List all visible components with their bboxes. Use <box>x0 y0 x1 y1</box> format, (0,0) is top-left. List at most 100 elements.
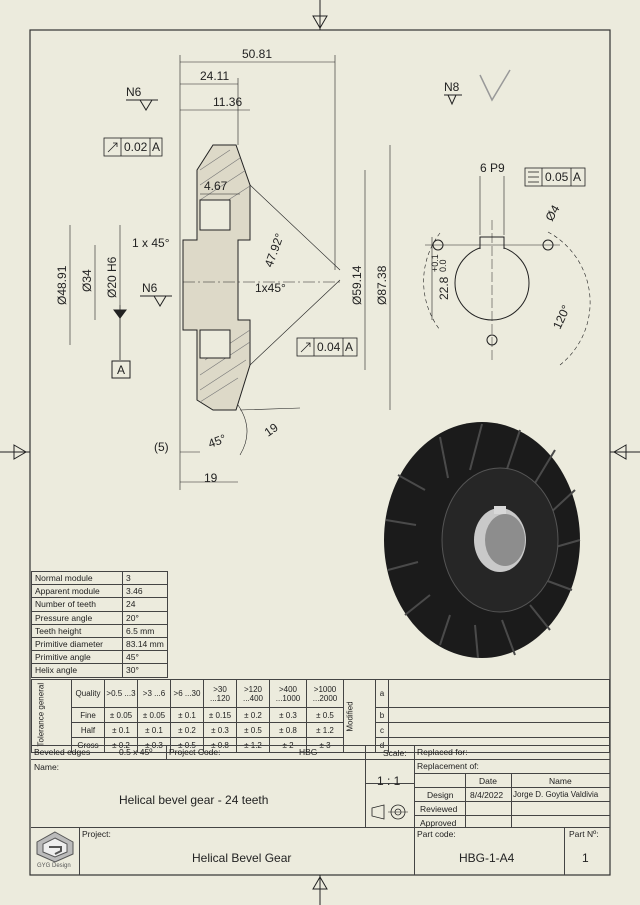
tol-cell: ± 0.05 <box>137 707 171 723</box>
tolerance-frame-3 <box>524 167 586 187</box>
part-code-value: HBG-1-A4 <box>459 851 515 865</box>
name-label: Name: <box>34 762 60 772</box>
range-header: >120 ...400 <box>236 679 270 708</box>
revision-cell <box>388 679 610 708</box>
part-no-value: 1 <box>582 851 589 865</box>
tolerance-frame-2 <box>296 337 358 357</box>
company-logo: GYG Design <box>33 830 77 872</box>
tol-cell: ± 1.2 <box>306 722 344 738</box>
replacement-of-label: Replacement of: <box>417 761 479 771</box>
range-header: >3 ...6 <box>137 679 171 708</box>
general-tolerance-table: Tolerance general Quality >0.5 ...3 >3 .… <box>31 679 610 753</box>
prop-name: Helix angle <box>31 663 123 678</box>
prop-value: 6.5 mm <box>122 623 168 638</box>
prop-name: Primitive diameter <box>31 636 123 652</box>
tol-cell: ± 0.15 <box>203 707 237 723</box>
prop-name: Normal module <box>31 570 123 586</box>
datum-label: A <box>117 363 125 377</box>
beveled-edges-label: Beveled edges <box>34 747 91 757</box>
table-row: Tolerance general Quality >0.5 ...3 >3 .… <box>31 679 610 753</box>
range-header: >400 ...1000 <box>269 679 307 708</box>
project-code-label: Project Code: <box>169 747 221 757</box>
date-header: Date <box>479 776 497 786</box>
dim-4-67: 4.67 <box>204 179 228 193</box>
project-label: Project: <box>82 829 111 839</box>
dim-1x45-a: 1 x 45° <box>132 236 170 250</box>
scale-label: Scale: <box>383 748 407 758</box>
gear-section-view <box>69 55 511 490</box>
tol-cell: ± 0.3 <box>203 722 237 738</box>
projection-symbol-icon <box>370 802 412 827</box>
approved-label: Approved <box>420 818 457 828</box>
dim-34: Ø34 <box>80 269 94 292</box>
tol-cell: ± 0.5 <box>306 707 344 723</box>
dim-22-8-tol-upper: +0.1 <box>430 254 440 272</box>
prop-name: Pressure angle <box>31 610 123 625</box>
prop-value: 45° <box>122 650 168 665</box>
revision-letter: a <box>375 679 389 708</box>
replaced-for-label: Replaced for: <box>417 747 468 757</box>
range-header: >6 ...30 <box>170 679 204 708</box>
dim-6-p9: 6 P9 <box>480 161 505 175</box>
dim-47-92: 47.92° <box>262 231 287 269</box>
table-row: Half ± 0.1 ± 0.1 ± 0.2 ± 0.3 ± 0.5 ± 0.8… <box>32 722 610 738</box>
part-code-label: Part code: <box>417 829 456 839</box>
tol-row-name: Fine <box>71 707 105 723</box>
prop-name: Primitive angle <box>31 650 123 665</box>
dim-45: 45° <box>206 431 228 450</box>
tol-cell: ± 0.1 <box>170 707 204 723</box>
tol-cell: ± 0.3 <box>269 707 307 723</box>
name-header: Name <box>549 776 572 786</box>
prop-name: Apparent module <box>31 584 123 599</box>
quality-label: Quality <box>71 679 105 708</box>
revision-cell <box>388 722 610 738</box>
part-no-label: Part Nº: <box>569 829 599 839</box>
prop-value: 3.46 <box>122 584 168 599</box>
surface-n8: N8 <box>444 80 460 94</box>
beveled-edges-value: 0.5 x 45º <box>119 747 153 757</box>
scale-value: 1 : 1 <box>377 774 401 788</box>
modified-text: Modified <box>345 700 355 732</box>
dim-19-a: 19 <box>262 420 281 439</box>
prop-value: 20° <box>122 610 168 625</box>
dim-5: (5) <box>154 440 169 454</box>
design-date: 8/4/2022 <box>470 790 504 800</box>
dim-22-8: 22.8 <box>437 276 451 300</box>
tol2-datum: A <box>345 340 353 354</box>
dim-24-11: 24.11 <box>200 69 229 83</box>
project-name: Helical Bevel Gear <box>192 851 292 865</box>
tolerance-frame-1 <box>103 137 163 157</box>
tol3-datum: A <box>573 170 581 184</box>
modified-label: Modified <box>343 679 376 753</box>
design-label: Design <box>427 790 454 800</box>
range-header: >30 ...120 <box>203 679 237 708</box>
tol3-value: 0.05 <box>545 170 569 184</box>
project-code-value: HBG <box>299 747 318 757</box>
prop-value: 24 <box>122 597 168 612</box>
prop-value: 83.14 mm <box>122 636 168 652</box>
gear-3d-render <box>384 422 581 659</box>
dim-120: 120° <box>550 303 573 332</box>
dim-d4: Ø4 <box>542 202 562 223</box>
title-block: Beveled edges 0.5 x 45º Project Code: HB… <box>31 745 610 875</box>
surface-n6-b: N6 <box>142 281 158 295</box>
prop-name: Number of teeth <box>31 597 123 612</box>
dim-87-38: Ø87.38 <box>375 265 389 305</box>
reviewed-label: Reviewed <box>420 804 458 814</box>
tol-cell: ± 0.2 <box>236 707 270 723</box>
tol-cell: ± 0.1 <box>104 722 138 738</box>
revision-cell <box>388 707 610 723</box>
tol1-value: 0.02 <box>124 140 148 154</box>
range-header: >0.5 ...3 <box>104 679 138 708</box>
dim-11-36: 11.36 <box>213 95 242 109</box>
tol2-value: 0.04 <box>317 340 341 354</box>
tol-cell: ± 0.1 <box>137 722 171 738</box>
